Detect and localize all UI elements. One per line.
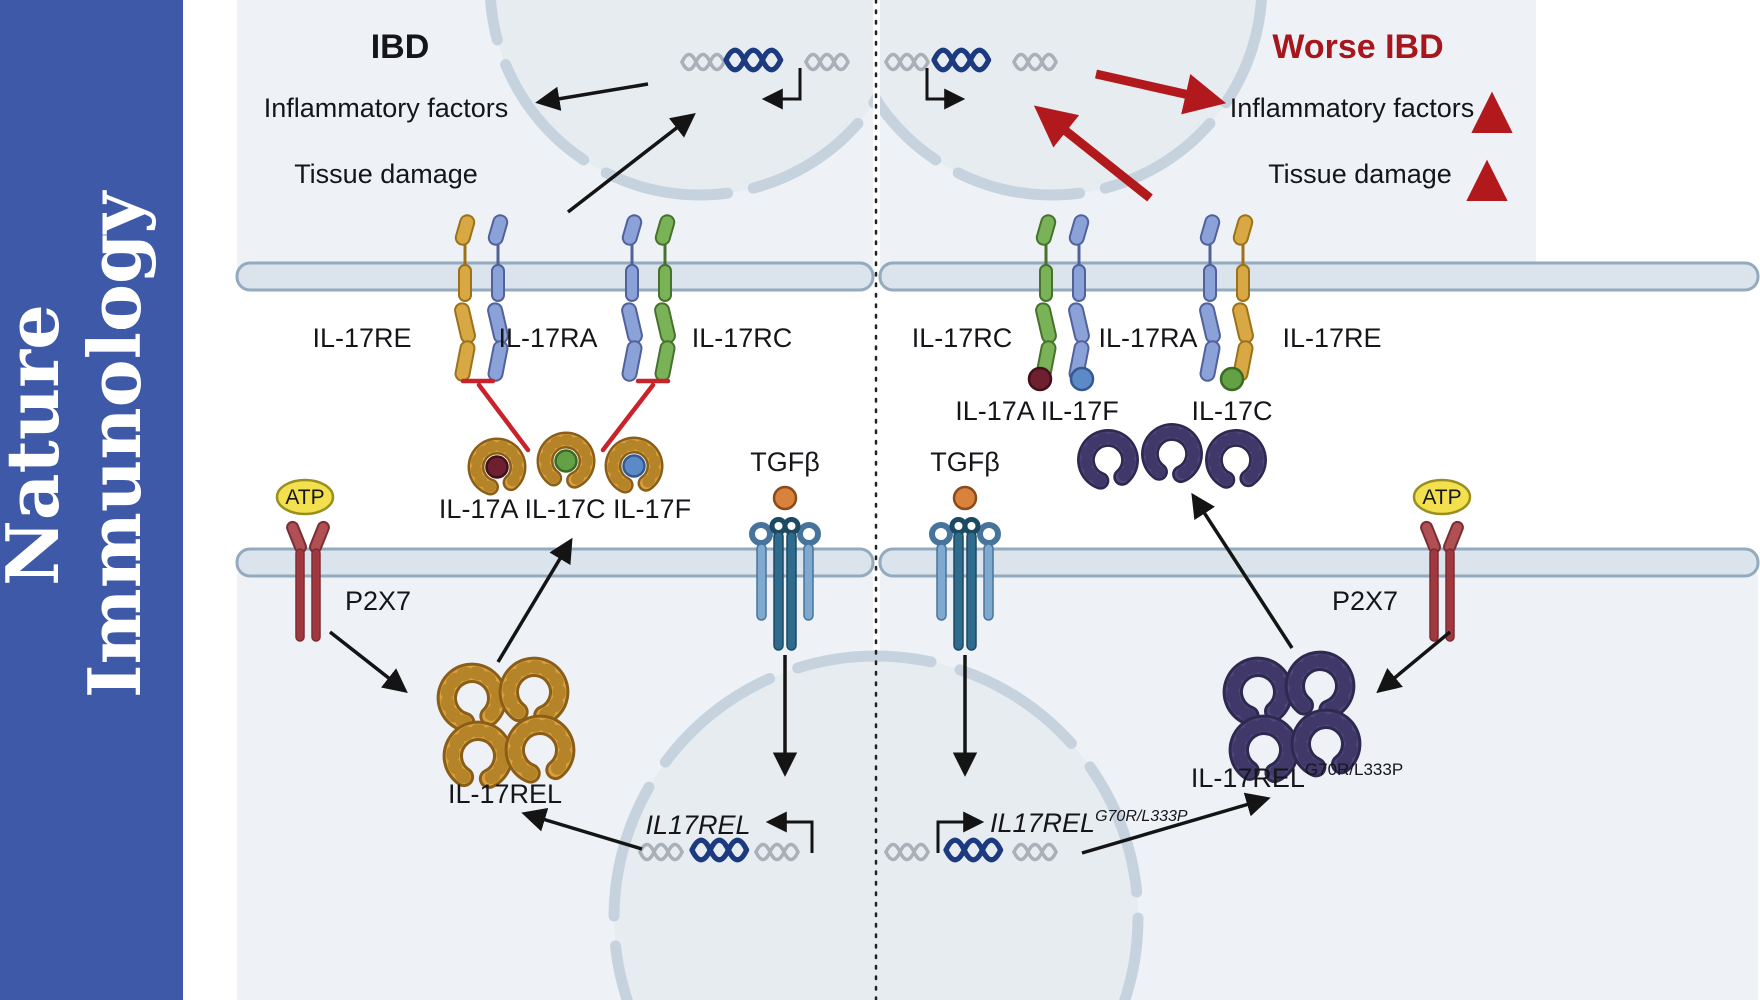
il17rel-mutant-label-base: IL-17REL [1191, 763, 1305, 793]
p2x7-label-right: P2X7 [1332, 586, 1398, 616]
p2x7-receptor-right [1412, 478, 1472, 642]
inflammatory-factors-label-left: Inflammatory factors [264, 93, 509, 123]
inflammatory-factors-label-right: Inflammatory factors [1230, 93, 1475, 123]
il17f-dot [622, 454, 646, 478]
atp-badge [275, 478, 335, 516]
ligand-trio-left [472, 438, 656, 489]
il17a-dot [1027, 366, 1053, 392]
il17rel-mut-transcription-arrow-icon [936, 811, 985, 853]
transcription-arrow-left-icon [761, 68, 802, 110]
atp-label-left: ATP [285, 486, 324, 509]
tgfb-dot [952, 485, 978, 511]
atp-badge [1412, 478, 1472, 516]
il17rel-mutant-gene-base: IL17REL [990, 808, 1095, 838]
cytokine-dots-right [1027, 366, 1245, 392]
membrane-top-right [878, 261, 1760, 292]
signal-to-nucleus-arrow-icon [566, 113, 696, 214]
journal-name-line2: Immunology [72, 190, 157, 698]
p2x7-receptor-left [275, 478, 335, 642]
il17rel-mutant-gene-label-right: IL17RELG70R/L333P [990, 808, 1188, 838]
il17f-dot [1069, 366, 1095, 392]
il17rel-gene-label-left: IL17REL [645, 810, 750, 840]
il17rel-mutant-label-sup: G70R/L333P [1305, 760, 1403, 779]
il17rel-label-left: IL-17REL [448, 779, 562, 809]
tgfb-dot [772, 485, 798, 511]
enhanced-output-arrow-icon [1095, 69, 1227, 115]
nucleus-top-left [485, 0, 873, 201]
gene-to-protein-arrow-right-icon [1081, 792, 1271, 855]
p2x7-label-left: P2X7 [345, 586, 411, 616]
gene-to-protein-arrow-left-icon [521, 807, 643, 851]
transcription-arrow-right-icon [925, 68, 966, 110]
membrane-bottom-right [878, 547, 1760, 578]
nucleus-top-right [880, 0, 1267, 201]
nucleus-bottom [608, 650, 1144, 1000]
dna-top-left [680, 50, 850, 110]
tgfb-label-left: TGFβ [750, 447, 820, 477]
il17a-dot [485, 455, 509, 479]
il17a-il17f-label-right: IL-17A IL-17F [955, 396, 1119, 426]
mutant-crescent-trio-right [1082, 430, 1259, 483]
output-factors-arrow-left-icon [535, 82, 649, 111]
il17rc-label-right: IL-17RC [912, 323, 1013, 353]
il17rc-label-left: IL-17RC [692, 323, 793, 353]
il17rel-transcription-arrow-icon [765, 811, 814, 853]
dna-bottom-left [638, 811, 814, 860]
il17ra-label-right: IL-17RA [1098, 323, 1197, 353]
journal-name-line1: Nature [0, 304, 75, 586]
il17ra-label-left: IL-17RA [498, 323, 597, 353]
p2x7-to-il17rel-arrow-right-icon [1376, 630, 1452, 694]
atp-label-right: ATP [1422, 486, 1461, 509]
p2x7-to-il17rel-arrow-left-icon [328, 630, 408, 694]
il17rel-secretion-arrow-left-icon [496, 537, 573, 663]
ligand-trio-label-left: IL-17A IL-17C IL-17F [439, 494, 691, 524]
il17re-label-right: IL-17RE [1282, 323, 1381, 353]
tgfb-receptor-left [752, 485, 818, 650]
enhanced-signal-to-nucleus-arrow-icon [1033, 105, 1153, 202]
tissue-damage-label-right: Tissue damage [1268, 159, 1452, 189]
dna-bottom-right [884, 811, 1058, 860]
il17rel-secretion-arrow-right-icon [1191, 492, 1294, 649]
panel-title-right: Worse IBD [1272, 28, 1443, 66]
il17re-label-left: IL-17RE [312, 323, 411, 353]
il17c-dot [1219, 366, 1245, 392]
tgfb-label-right: TGFβ [930, 447, 1000, 477]
journal-banner [0, 0, 183, 1000]
il17c-label-right: IL-17C [1191, 396, 1272, 426]
tgfb-receptor-right [932, 485, 998, 650]
il17rel-mutant-label-right: IL-17RELG70R/L333P [1191, 760, 1403, 793]
inhibition-tbars-left [460, 378, 671, 453]
membrane-top-left [235, 261, 875, 292]
il17c-dot [554, 449, 578, 473]
tissue-damage-label-left: Tissue damage [294, 159, 478, 189]
panel-title-left: IBD [371, 28, 430, 66]
dna-top-right [884, 50, 1058, 110]
il17rel-mutant-gene-sup: G70R/L333P [1095, 808, 1188, 825]
